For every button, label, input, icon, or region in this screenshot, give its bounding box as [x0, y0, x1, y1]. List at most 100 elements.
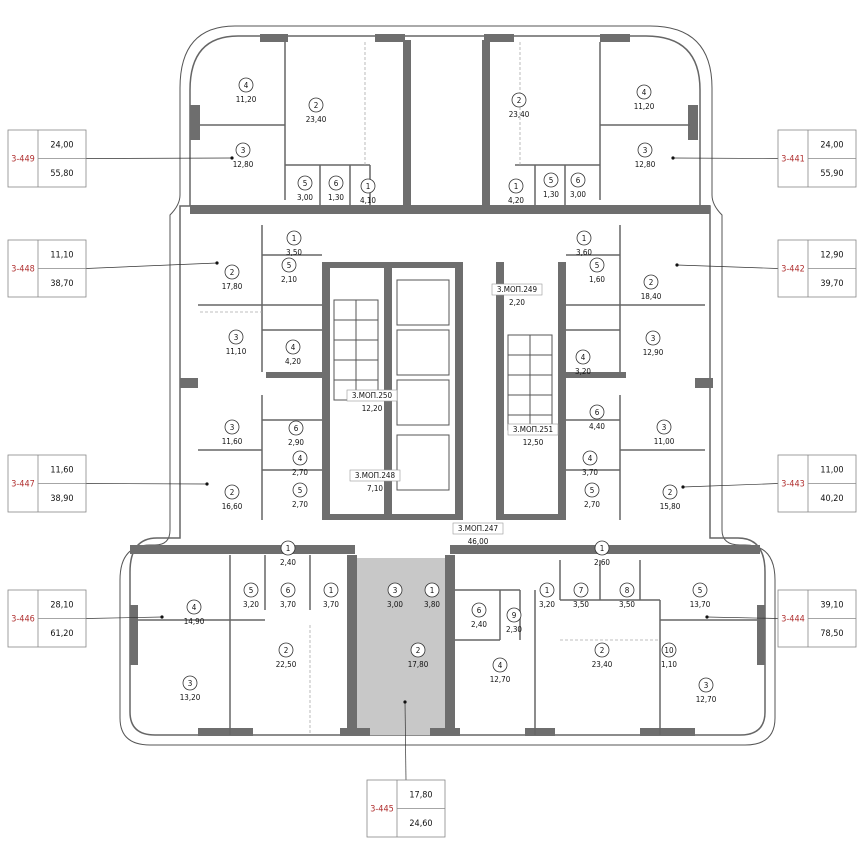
room-number: 1 — [545, 586, 550, 595]
room-number-circle — [387, 582, 403, 598]
leader-line — [672, 157, 779, 159]
room-number: 3 — [643, 146, 648, 155]
living-area: 11,00 — [820, 465, 843, 475]
room-number: 3 — [393, 586, 398, 595]
room-area: 4,20 — [285, 357, 301, 366]
room-number: 9 — [512, 611, 517, 620]
room-label: 43,70 — [582, 450, 598, 477]
room-label: 414,90 — [184, 599, 205, 626]
room-area: 4,40 — [589, 422, 605, 431]
room-number: 6 — [576, 176, 581, 185]
room-area: 13,70 — [690, 600, 711, 609]
living-area: 11,10 — [50, 250, 73, 260]
living-area: 24,00 — [50, 140, 73, 150]
room-area: 3,50 — [286, 248, 302, 257]
room-label: 13,50 — [286, 230, 302, 257]
room-area: 1,10 — [661, 660, 677, 669]
room-number: 5 — [698, 586, 703, 595]
room-number-circle — [619, 582, 635, 598]
stairs-and-elevators — [333, 279, 553, 491]
room-number-circle — [281, 257, 297, 273]
room-label: 43,20 — [575, 349, 591, 376]
room-number: 2 — [314, 101, 319, 110]
apartment-number: 3-442 — [781, 265, 805, 275]
room-number: 4 — [642, 88, 647, 97]
room-number: 3 — [234, 333, 239, 342]
room-number: 1 — [600, 544, 605, 553]
apartment-number: 3-444 — [781, 615, 805, 625]
room-label: 223,40 — [306, 97, 327, 124]
common-area-label: 3.МОП.250 12,20 — [346, 389, 398, 413]
room-area: 14,90 — [184, 617, 205, 626]
room-number: 3 — [188, 679, 193, 688]
room-number: 2 — [668, 488, 673, 497]
total-area: 38,70 — [50, 279, 73, 289]
room-number-circle — [573, 582, 589, 598]
room-label: 217,80 — [408, 642, 429, 669]
apartment-number: 3-449 — [11, 155, 35, 165]
common-area-area: 12,20 — [362, 404, 383, 413]
room-label: 411,20 — [236, 77, 257, 104]
room-area: 4,20 — [508, 196, 524, 205]
apartment-number: 3-447 — [11, 480, 35, 490]
room-area: 3,70 — [582, 468, 598, 477]
leader-line — [85, 157, 233, 159]
common-area-code: 3.МОП.251 — [513, 425, 553, 434]
room-number: 10 — [664, 646, 674, 655]
room-number: 4 — [498, 661, 503, 670]
room-number-circle — [235, 142, 251, 158]
room-number-circle — [224, 484, 240, 500]
room-number-circle — [292, 450, 308, 466]
room-number: 3 — [662, 423, 667, 432]
room-label: 12,40 — [280, 540, 296, 567]
room-area: 2,70 — [292, 468, 308, 477]
room-area: 2,70 — [584, 500, 600, 509]
room-label: 312,70 — [696, 677, 717, 704]
room-area: 17,80 — [222, 282, 243, 291]
room-area: 2,90 — [288, 438, 304, 447]
room-label: 51,30 — [543, 172, 559, 199]
room-label: 215,80 — [660, 484, 681, 511]
room-number-circle — [570, 172, 586, 188]
room-number-circle — [471, 602, 487, 618]
living-area: 24,00 — [820, 140, 843, 150]
room-number-circle — [594, 540, 610, 556]
room-number: 1 — [582, 234, 587, 243]
room-area: 3,70 — [323, 600, 339, 609]
room-area: 13,20 — [180, 693, 201, 702]
room-area: 2,40 — [471, 620, 487, 629]
room-number-circle — [575, 349, 591, 365]
room-number-circle — [656, 419, 672, 435]
room-label: 53,20 — [243, 582, 259, 609]
room-number-circle — [492, 657, 508, 673]
room-label: 218,40 — [641, 274, 662, 301]
room-number-circle — [280, 540, 296, 556]
room-number-circle — [186, 599, 202, 615]
room-number-circle — [637, 142, 653, 158]
room-number-circle — [243, 582, 259, 598]
room-number-circle — [511, 92, 527, 108]
room-label: 311,60 — [222, 419, 243, 446]
room-number-circle — [636, 84, 652, 100]
common-area-area: 2,20 — [509, 298, 525, 307]
room-number-circle — [280, 582, 296, 598]
room-number-circle — [576, 230, 592, 246]
room-area: 16,60 — [222, 502, 243, 511]
common-area-code: 3.МОП.250 — [352, 391, 393, 400]
room-number: 2 — [600, 646, 605, 655]
room-area: 3,50 — [573, 600, 589, 609]
room-number: 2 — [230, 268, 235, 277]
room-number-circle — [662, 484, 678, 500]
room-label: 12,60 — [594, 540, 610, 567]
room-number: 1 — [366, 182, 371, 191]
